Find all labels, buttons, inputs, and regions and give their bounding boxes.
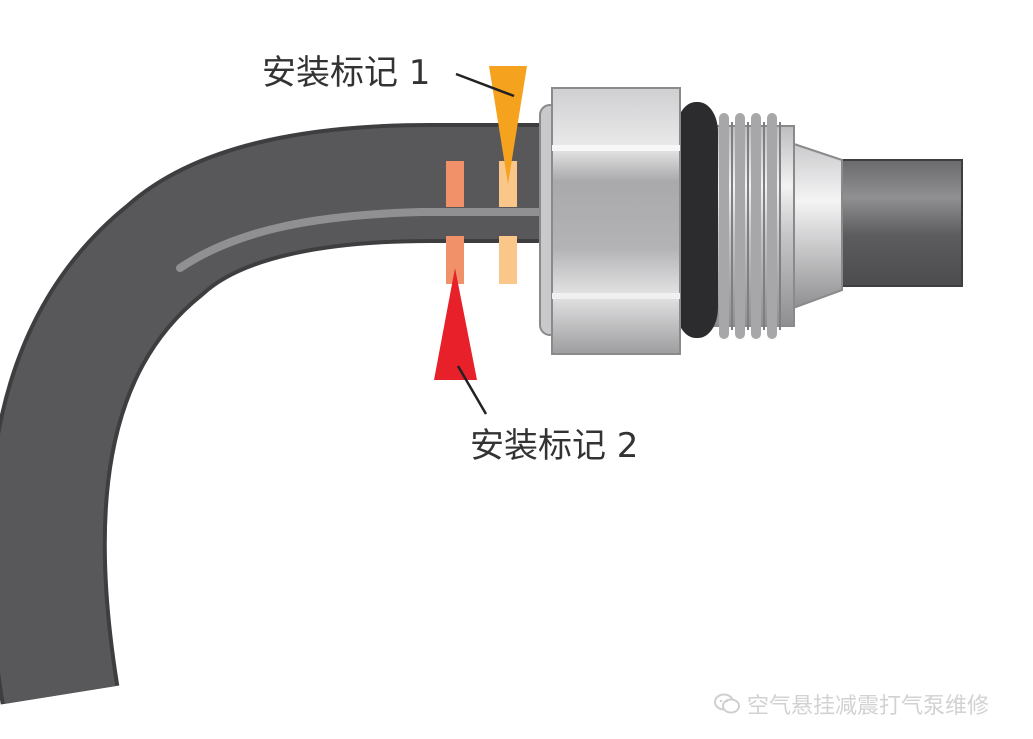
wechat-icon xyxy=(713,693,740,714)
watermark: 空气悬挂减震打气泵维修 xyxy=(713,688,989,720)
hose-body xyxy=(0,127,545,704)
watermark-text: 空气悬挂减震打气泵维修 xyxy=(746,694,989,719)
install-mark-2-arrow xyxy=(434,268,477,380)
fitting-nut xyxy=(539,87,681,355)
hose-highlight xyxy=(176,208,544,272)
fitting-o-ring xyxy=(676,102,718,338)
install-mark-1-arrow xyxy=(489,66,527,184)
band2-lower xyxy=(446,236,464,284)
fitting-cone xyxy=(787,140,843,312)
hose xyxy=(0,123,545,705)
install-mark-1-label: 安装标记 1 xyxy=(262,53,430,93)
leader-line-1 xyxy=(455,72,515,98)
leader-line-2 xyxy=(456,365,488,415)
band2-upper xyxy=(446,161,464,207)
install-mark-2-label: 安装标记 2 xyxy=(470,426,638,466)
hose-right-segment xyxy=(829,159,963,287)
fitting-threads xyxy=(711,113,795,339)
band1-lower xyxy=(499,236,517,284)
